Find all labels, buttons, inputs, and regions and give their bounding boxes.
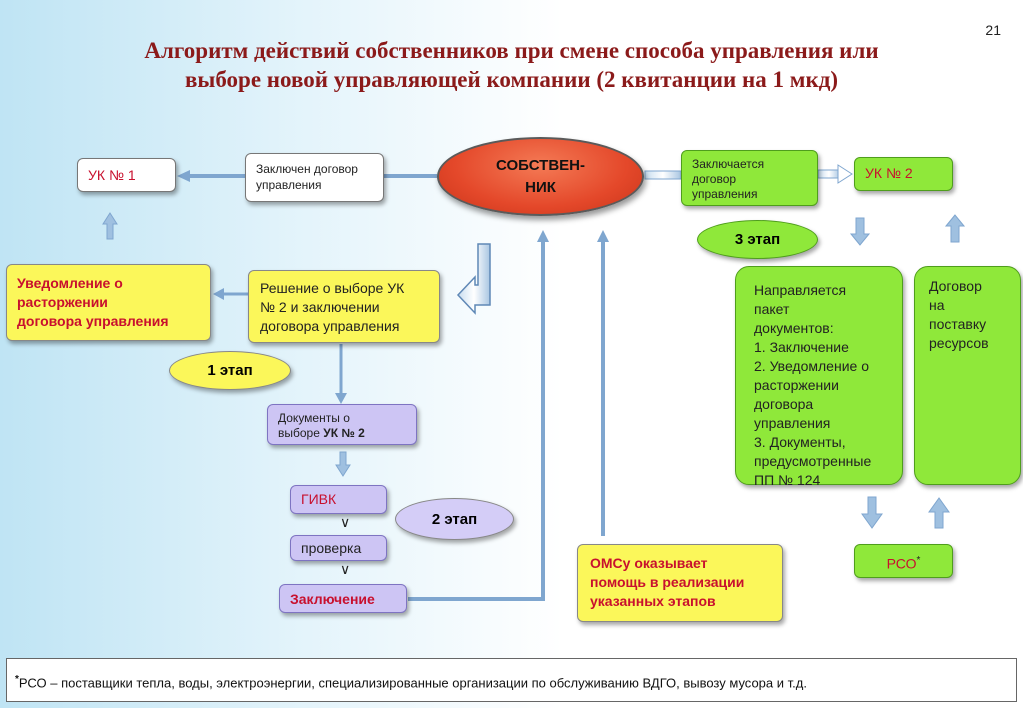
package-line: управления [754, 415, 831, 431]
arrowhead-to-uk2 [837, 164, 853, 184]
stage-3-oval: 3 этап [697, 220, 818, 259]
documents-box: Документы о выборе УК № 2 [267, 404, 417, 445]
page-title: Алгоритм действий собственников при смен… [60, 36, 963, 94]
document-package-box: Направляется пакет документов: 1. Заключ… [735, 266, 903, 488]
footnote-text: РСО – поставщики тепла, воды, электроэне… [18, 675, 807, 691]
uk1-box: УК № 1 [77, 158, 176, 192]
contract-concluded-line-2: управления [256, 178, 322, 192]
package-line: пакет [754, 301, 790, 317]
arrowhead-to-uk1 [177, 170, 190, 182]
chevron-down-icon: ∨ [340, 514, 351, 530]
package-line: документов: [754, 320, 834, 336]
check-box: проверка [290, 535, 387, 561]
owner-label-line-1: СОБСТВЕН- [496, 156, 585, 174]
stage-1-oval: 1 этап [169, 351, 291, 390]
omsu-line-2: помощь в реализации [590, 574, 745, 590]
notice-line-2: расторжении [17, 294, 108, 310]
uk1-label: УК № 1 [88, 167, 136, 183]
arrowhead-to-notice [213, 288, 224, 300]
contract-concluding-box: Заключается договор управления [681, 150, 818, 206]
stage-2-label: 2 этап [431, 510, 478, 528]
footnote: *РСО – поставщики тепла, воды, электроэн… [6, 658, 1017, 702]
package-line: 1. Заключение [754, 339, 849, 355]
package-line: предусмотренные [754, 453, 872, 469]
uk2-box: УК № 2 [854, 157, 953, 191]
package-line: договора [754, 396, 814, 412]
contract-concluding-line-2: договор [692, 172, 737, 186]
footnote-star: * [15, 674, 19, 685]
title-line-2: выборе новой управляющей компании (2 кви… [184, 67, 839, 92]
rso-star: * [916, 555, 921, 566]
documents-line-2-prefix: выборе [278, 426, 324, 440]
omsu-line-1: ОМСу оказывает [590, 555, 708, 571]
line-conclusion-to-owner [408, 240, 545, 601]
owner-oval: СОБСТВЕН- НИК [437, 137, 644, 216]
contract-concluded-box: Заключен договор управления [245, 153, 384, 202]
package-line: расторжении [754, 377, 839, 393]
contract-concluded-line-1: Заключен договор [256, 162, 358, 176]
omsu-box: ОМСу оказывает помощь в реализации указа… [577, 544, 783, 622]
conclusion-label: Заключение [290, 591, 375, 607]
chevron-down-icon-2: ∨ [340, 561, 351, 577]
block-arrow-to-decision [456, 243, 491, 315]
decision-line-2: № 2 и заключении [260, 299, 380, 315]
page-number: 21 [985, 22, 1001, 38]
termination-notice-box: Уведомление о расторжении договора управ… [6, 264, 211, 341]
conclusion-box: Заключение [279, 584, 407, 613]
check-label: проверка [301, 540, 362, 556]
contract-concluding-line-3: управления [692, 187, 758, 201]
package-line: 2. Уведомление о [754, 358, 869, 374]
notice-line-3: договора управления [17, 313, 169, 329]
package-line: Направляется [754, 282, 847, 298]
decision-line-3: договора управления [260, 318, 400, 334]
uk2-label: УК № 2 [865, 165, 913, 181]
package-line: ПП № 124 [754, 472, 821, 488]
stage-1-label: 1 этап [207, 362, 253, 379]
line-contract2-to-uk2 [817, 169, 841, 179]
up-arrow-supply-to-uk2 [944, 214, 966, 243]
up-arrow-rso-to-supply [928, 497, 950, 529]
rso-box: РСО* [854, 544, 953, 578]
package-line: 3. Документы, [754, 434, 846, 450]
arrowhead-conclusion-to-owner [537, 230, 549, 242]
decision-line-1: Решение о выборе УК [260, 280, 405, 296]
documents-line-2-bold: УК № 2 [323, 426, 365, 440]
givk-label: ГИВК [301, 491, 337, 507]
owner-label-line-2: НИК [525, 178, 556, 196]
givk-box: ГИВК [290, 485, 387, 514]
line-owner-to-contract2 [644, 170, 682, 180]
supply-line: ресурсов [929, 335, 989, 351]
arrowhead-omsu-to-owner [597, 230, 609, 242]
notice-line-1: Уведомление о [17, 275, 123, 291]
supply-line: на [929, 297, 945, 313]
supply-line: поставку [929, 316, 987, 332]
stage-3-label: 3 этап [734, 231, 781, 248]
down-arrow-to-givk [335, 451, 351, 477]
resource-supply-box: Договор на поставку ресурсов [914, 266, 1021, 485]
rso-label: РСО [886, 555, 917, 572]
documents-line-2: выборе УК № 2 [278, 426, 406, 441]
documents-line-1: Документы о [278, 411, 350, 425]
omsu-line-3: указанных этапов [590, 593, 716, 609]
down-arrow-package-to-rso [861, 496, 883, 529]
stage-2-oval: 2 этап [395, 498, 514, 540]
contract-concluding-line-1: Заключается [692, 157, 765, 171]
supply-line: Договор [929, 278, 982, 294]
title-line-1: Алгоритм действий собственников при смен… [144, 38, 879, 63]
arrowhead-to-docs [335, 393, 347, 404]
up-arrow-uk1 [102, 212, 118, 240]
decision-box: Решение о выборе УК № 2 и заключении дог… [248, 270, 440, 343]
down-arrow-uk2-to-package [849, 217, 871, 246]
